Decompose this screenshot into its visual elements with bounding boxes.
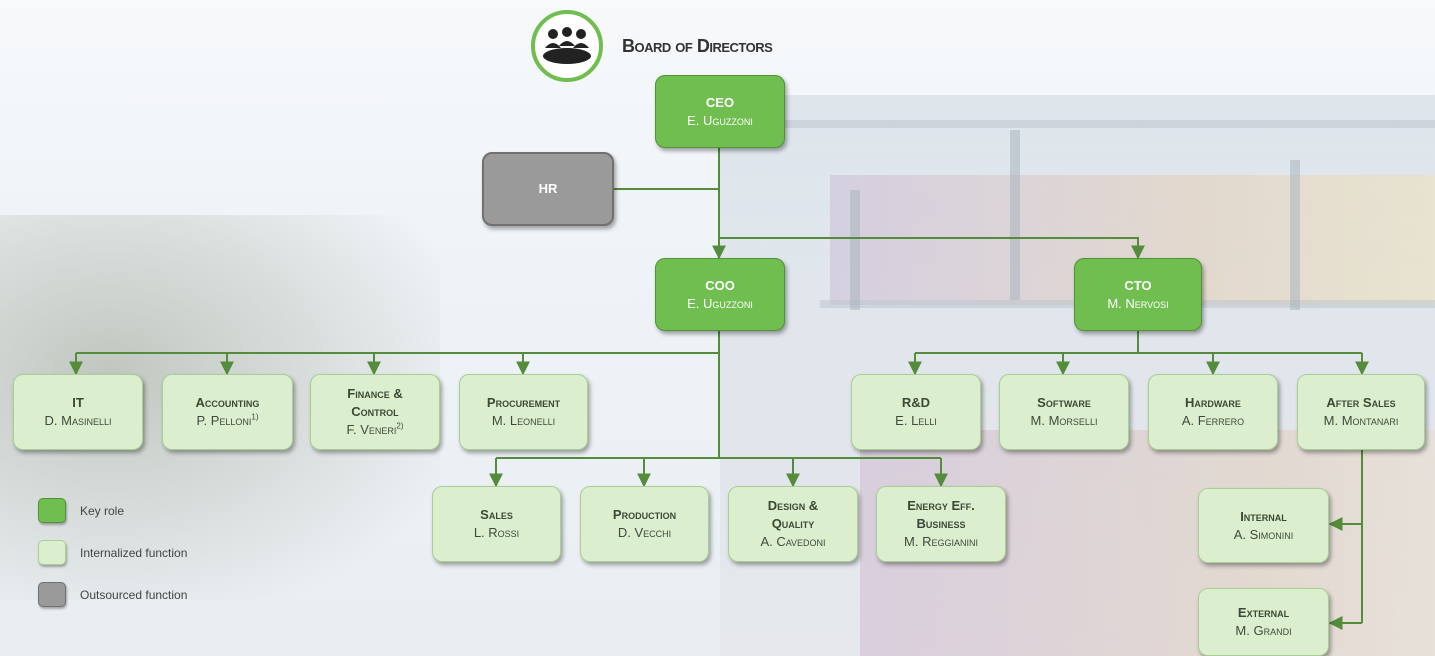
background-beam [720, 120, 1435, 128]
node-sales[interactable]: Sales L. Rossi [432, 486, 561, 562]
node-title-line2: Control [351, 404, 399, 419]
board-meeting-icon [531, 10, 603, 82]
node-title: Procurement [486, 395, 561, 410]
node-energy-efficiency[interactable]: Energy Eff. Business M. Reggianini [876, 486, 1006, 562]
node-person: A. Simonini [1233, 526, 1294, 542]
background-post [1290, 160, 1300, 310]
node-person: F. Veneri2) [346, 421, 403, 439]
node-person-name: F. Veneri [346, 422, 397, 437]
node-person: A. Ferrero [1181, 413, 1245, 428]
background-post [1010, 130, 1020, 300]
node-hardware[interactable]: Hardware A. Ferrero [1148, 374, 1278, 450]
node-title: After Sales [1326, 395, 1396, 410]
page-title: Board of Directors [622, 36, 773, 56]
node-title-line2: Quality [771, 516, 815, 531]
node-person: L. Rossi [473, 525, 520, 540]
legend-item-key-role: Key role [38, 498, 124, 523]
legend-swatch-outsourced [38, 582, 66, 607]
node-coo[interactable]: COO E. Uguzzoni [655, 258, 785, 331]
node-rnd[interactable]: R&D E. Lelli [851, 374, 981, 450]
footnote-marker: 2) [396, 421, 404, 431]
node-title: COO [705, 277, 735, 293]
node-cto[interactable]: CTO M. Nervosi [1074, 258, 1202, 331]
node-title: Production [612, 507, 677, 522]
node-person: E. Lelli [895, 413, 937, 428]
node-after-sales[interactable]: After Sales M. Montanari [1297, 374, 1425, 450]
node-person: M. Grandi [1235, 623, 1292, 638]
node-title: Sales [480, 507, 513, 522]
node-title: Internal [1240, 508, 1287, 524]
node-title: Software [1037, 395, 1091, 410]
legend-item-internalized: Internalized function [38, 540, 187, 565]
node-procurement[interactable]: Procurement M. Leonelli [459, 374, 588, 450]
legend-label: Outsourced function [80, 587, 188, 602]
node-person: E. Uguzzoni [687, 295, 753, 311]
node-hr[interactable]: HR [482, 152, 614, 226]
node-person: M. Nervosi [1107, 295, 1169, 311]
node-ceo[interactable]: CEO E. Uguzzoni [655, 75, 785, 148]
node-title: HR [538, 181, 558, 196]
background-post [850, 190, 860, 310]
legend-item-outsourced: Outsourced function [38, 582, 187, 607]
node-design-quality[interactable]: Design & Quality A. Cavedoni [728, 486, 858, 562]
node-person-name: P. Pelloni [196, 413, 252, 428]
node-finance-control[interactable]: Finance & Control F. Veneri2) [310, 374, 440, 450]
node-person: P. Pelloni1) [196, 412, 258, 430]
node-title-line2: Business [916, 516, 966, 531]
node-person: E. Uguzzoni [687, 112, 753, 128]
node-production[interactable]: Production D. Vecchi [580, 486, 709, 562]
footnote-marker: 1) [251, 412, 259, 422]
node-title: CEO [705, 94, 735, 110]
node-title-line1: Design & [767, 498, 819, 513]
node-title-line1: Finance & [347, 386, 403, 401]
node-title: R&D [901, 395, 931, 410]
legend-label: Key role [80, 503, 125, 518]
node-person: M. Morselli [1030, 413, 1098, 428]
node-person: D. Vecchi [617, 525, 672, 540]
node-internal[interactable]: Internal A. Simonini [1198, 488, 1329, 563]
legend-swatch-internalized [38, 540, 66, 565]
node-person: A. Cavedoni [760, 534, 826, 549]
node-title: Accounting [195, 395, 260, 410]
node-external[interactable]: External M. Grandi [1198, 588, 1329, 656]
node-person: M. Reggianini [904, 534, 978, 549]
legend-label: Internalized function [80, 545, 188, 560]
node-person: M. Leonelli [491, 413, 556, 428]
node-it[interactable]: IT D. Masinelli [13, 374, 143, 450]
legend-swatch-key [38, 498, 66, 523]
node-software[interactable]: Software M. Morselli [999, 374, 1129, 450]
node-accounting[interactable]: Accounting P. Pelloni1) [162, 374, 293, 450]
node-title: IT [72, 395, 84, 410]
node-title-line1: Energy Eff. [907, 498, 975, 513]
node-person: D. Masinelli [44, 413, 112, 428]
node-title: External [1237, 605, 1290, 620]
node-title: CTO [1124, 277, 1152, 293]
node-person: M. Montanari [1323, 413, 1399, 428]
node-title: Hardware [1185, 395, 1241, 410]
